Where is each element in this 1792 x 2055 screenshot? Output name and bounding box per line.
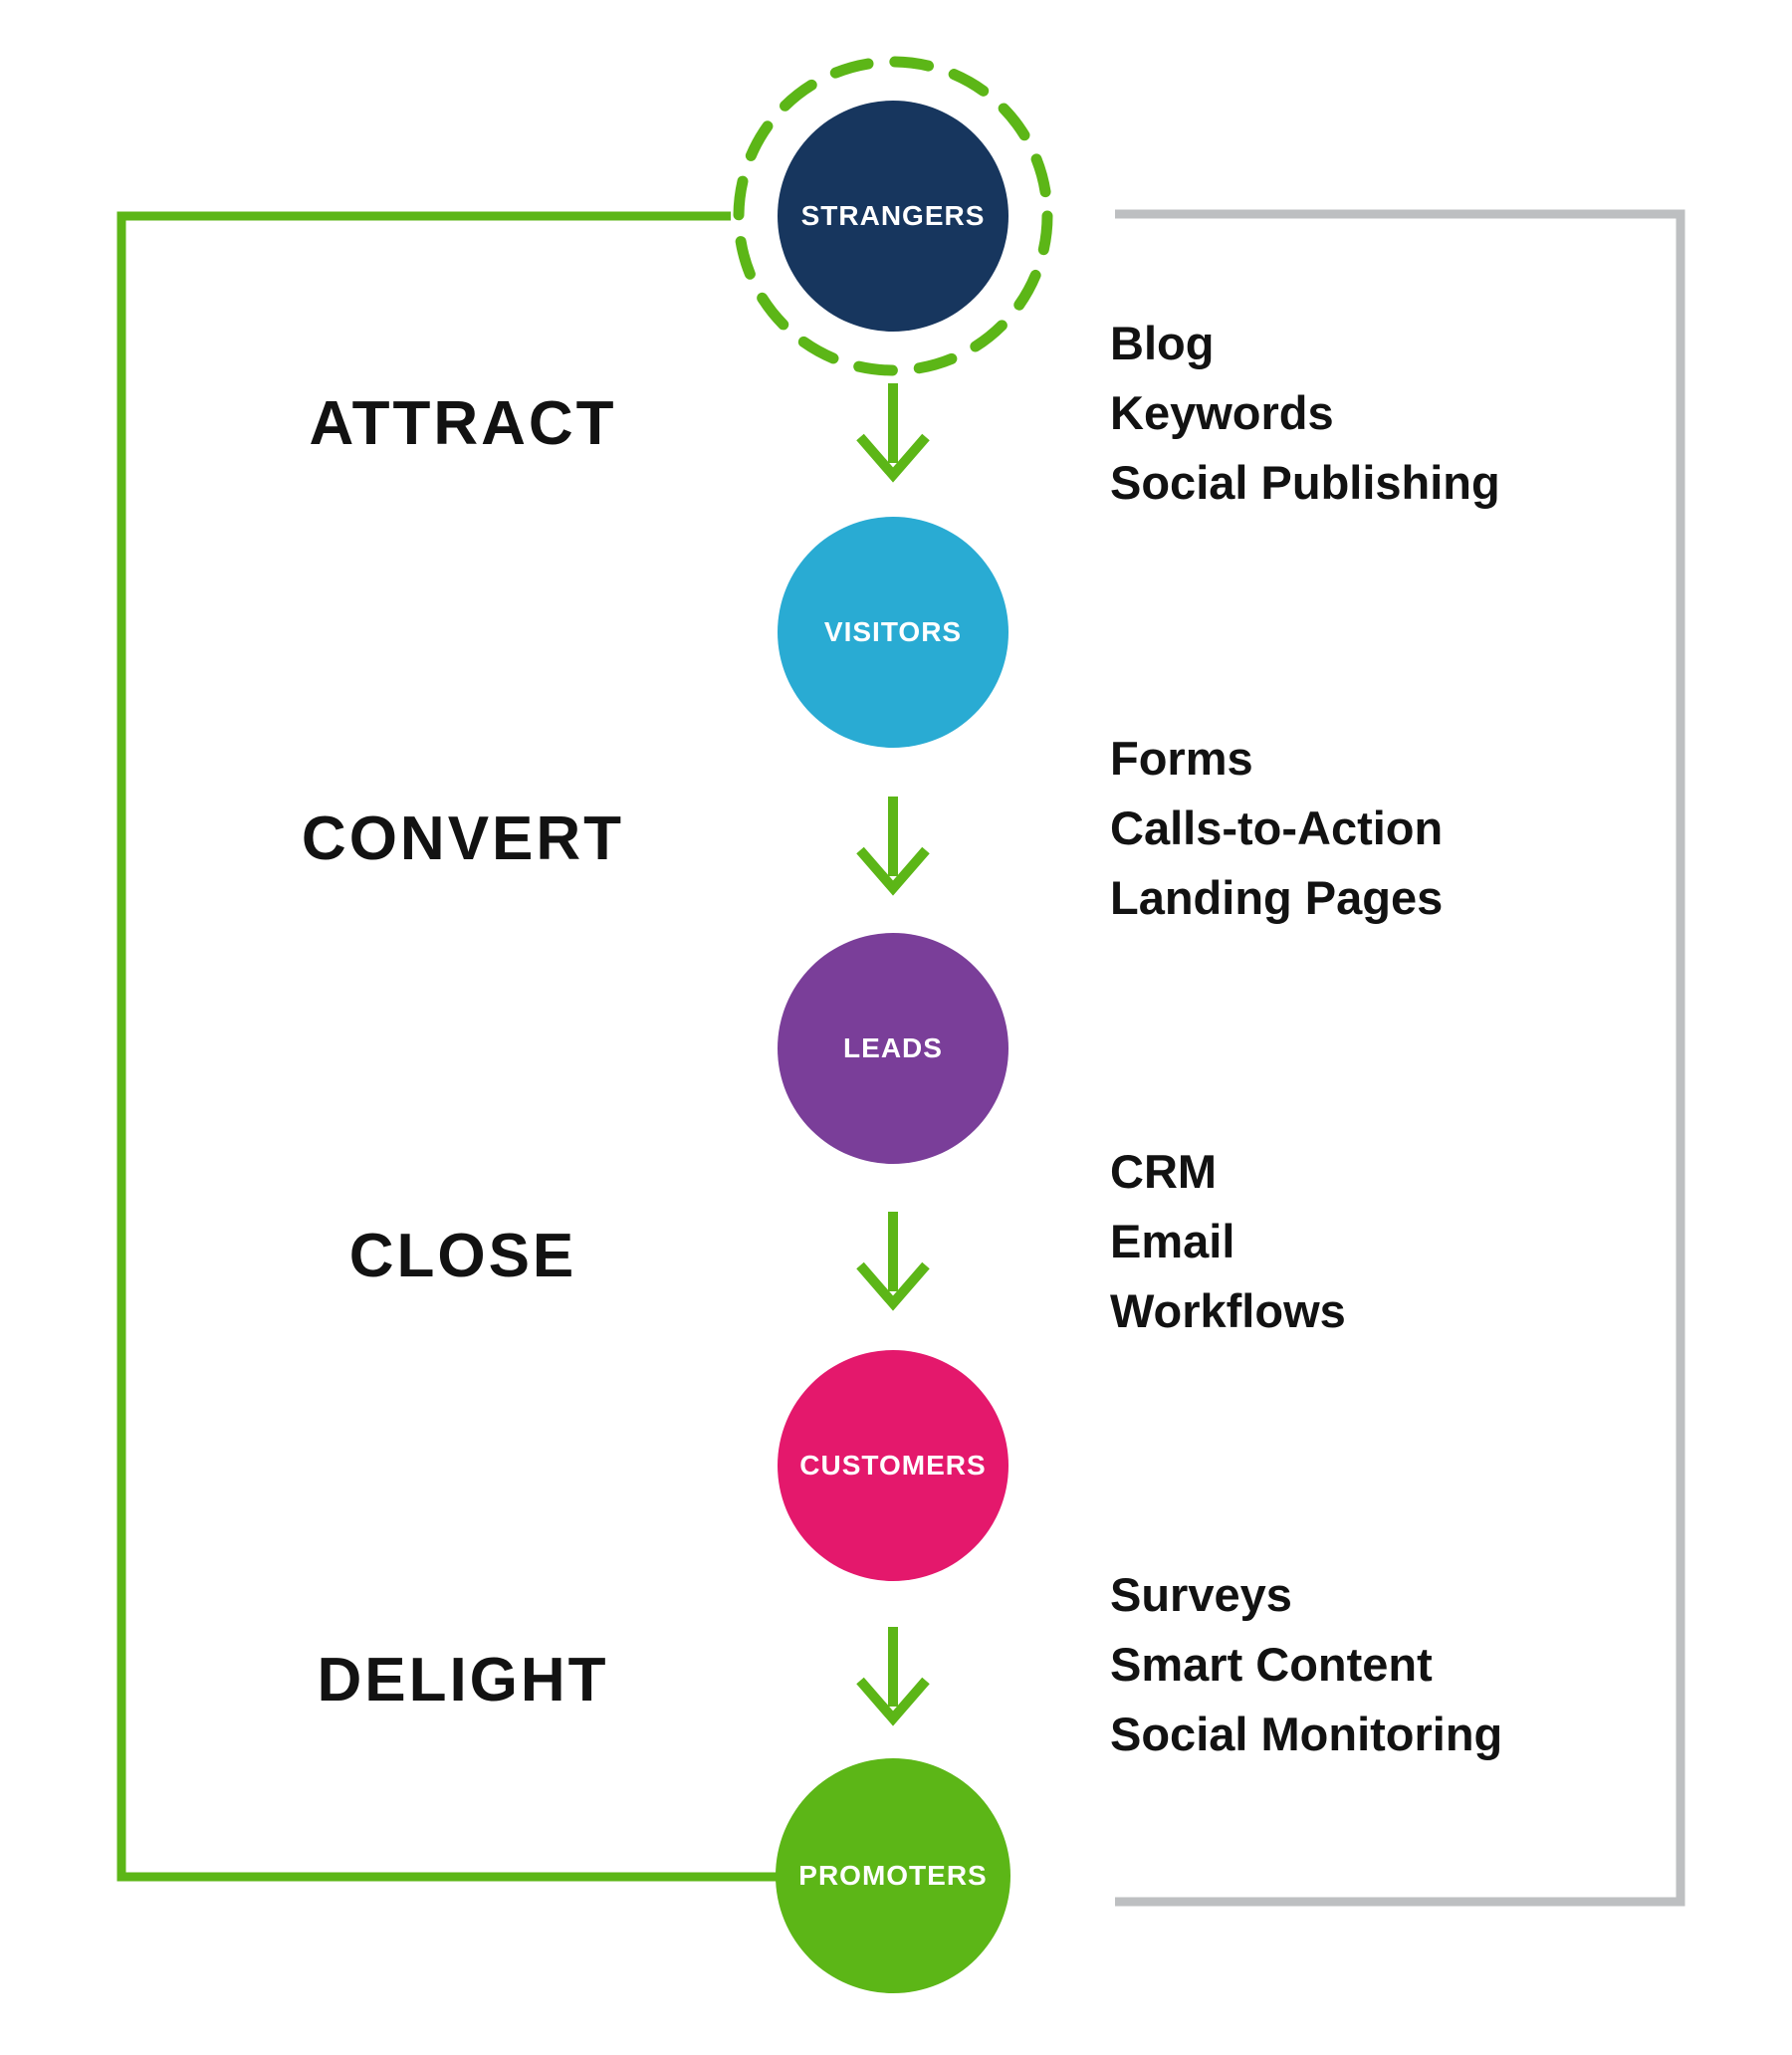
strangers-dashed-ring <box>733 56 1053 376</box>
tool-item: Social Publishing <box>1110 456 1500 509</box>
node-label-strangers: STRANGERS <box>800 200 986 231</box>
node-circle-leads: LEADS <box>778 933 1008 1164</box>
tools-list-close: CRM Email Workflows <box>1110 1137 1668 1346</box>
stage-label-delight: DELIGHT <box>317 1646 609 1714</box>
node-label-customers: CUSTOMERS <box>799 1450 987 1481</box>
tool-item: Keywords <box>1110 386 1334 439</box>
tool-item: CRM <box>1110 1145 1218 1198</box>
flow-arrow-3 <box>856 1212 930 1311</box>
green-loop-line <box>116 211 779 1882</box>
tool-item: Smart Content <box>1110 1638 1433 1691</box>
flow-arrow-1 <box>856 383 930 483</box>
gray-bracket-line <box>1115 209 1685 1907</box>
tools-list-attract: Blog Keywords Social Publishing <box>1110 309 1668 518</box>
node-label-leads: LEADS <box>843 1032 943 1063</box>
node-circle-customers: CUSTOMERS <box>778 1350 1008 1581</box>
node-circle-strangers: STRANGERS <box>778 101 1008 332</box>
node-circle-promoters: PROMOTERS <box>776 1758 1010 1993</box>
tool-item: Social Monitoring <box>1110 1708 1503 1760</box>
tool-item: Email <box>1110 1215 1235 1267</box>
tools-list-delight: Surveys Smart Content Social Monitoring <box>1110 1560 1668 1769</box>
flow-arrow-4 <box>856 1627 930 1726</box>
flow-arrow-2 <box>856 797 930 896</box>
tool-item: Workflows <box>1110 1284 1346 1337</box>
tool-item: Calls-to-Action <box>1110 801 1444 854</box>
node-circle-visitors: VISITORS <box>778 517 1008 748</box>
node-label-visitors: VISITORS <box>823 616 963 647</box>
stage-label-attract: ATTRACT <box>309 389 617 458</box>
stage-label-convert: CONVERT <box>301 804 625 873</box>
node-label-promoters: PROMOTERS <box>798 1860 988 1891</box>
tool-item: Landing Pages <box>1110 871 1444 924</box>
tools-list-convert: Forms Calls-to-Action Landing Pages <box>1110 724 1668 933</box>
tool-item: Surveys <box>1110 1568 1292 1621</box>
stage-label-close: CLOSE <box>348 1222 577 1290</box>
tool-item: Blog <box>1110 317 1215 369</box>
tool-item: Forms <box>1110 732 1253 785</box>
